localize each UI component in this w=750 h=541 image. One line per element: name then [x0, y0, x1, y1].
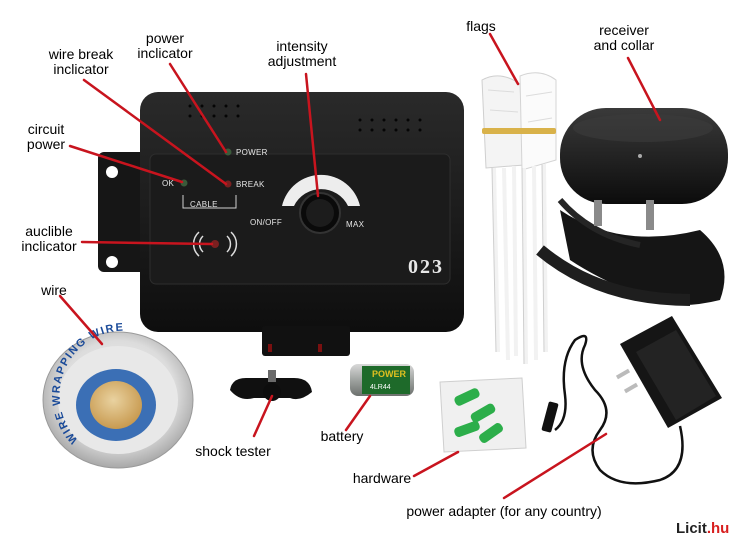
- transmitter-device: [98, 92, 464, 356]
- model-number: 023: [408, 256, 444, 278]
- battery-brand: POWER: [372, 369, 407, 379]
- label-audible-indicator: auclible inclicator: [21, 223, 77, 254]
- label-wire: wire: [41, 282, 67, 298]
- hardware-bag: [439, 377, 527, 453]
- battery-model: 4LR44: [370, 384, 391, 391]
- watermark-tld: .hu: [706, 520, 730, 537]
- label-hardware: hardware: [352, 470, 412, 486]
- power-led-label: POWER: [236, 148, 268, 157]
- wire-spool: WIRE WRAPPING WIRE: [42, 322, 194, 469]
- on-off-label: ON/OFF: [250, 218, 283, 227]
- shock-tester: [230, 370, 312, 401]
- callout-lines: [58, 32, 662, 500]
- watermark-name: Licit: [676, 520, 707, 537]
- break-led-label: BREAK: [236, 180, 265, 189]
- ok-led-label: OK: [162, 179, 175, 188]
- battery: POWER 4LR44: [350, 364, 414, 396]
- max-label: MAX: [346, 220, 365, 229]
- flags-bundle: [481, 72, 557, 365]
- label-receiver-and-collar: receiver and collar: [593, 22, 655, 53]
- power-adapter: [541, 316, 722, 485]
- label-wire-break-indicator: wire break inclicator: [48, 46, 114, 77]
- label-power-adapter: power adapter (for any country): [406, 503, 602, 519]
- label-battery: battery: [320, 428, 364, 444]
- label-shock-tester: shock tester: [195, 443, 271, 459]
- label-intensity-adjustment: intensity adjustment: [267, 38, 337, 69]
- watermark: Licit.hu: [676, 520, 729, 537]
- label-power-indicator: power inclicator: [137, 30, 193, 61]
- cable-label: CABLE: [190, 200, 218, 209]
- receiver-collar: [536, 108, 728, 306]
- label-flags: flags: [466, 18, 496, 34]
- label-circuit-power: circuit power: [26, 121, 66, 152]
